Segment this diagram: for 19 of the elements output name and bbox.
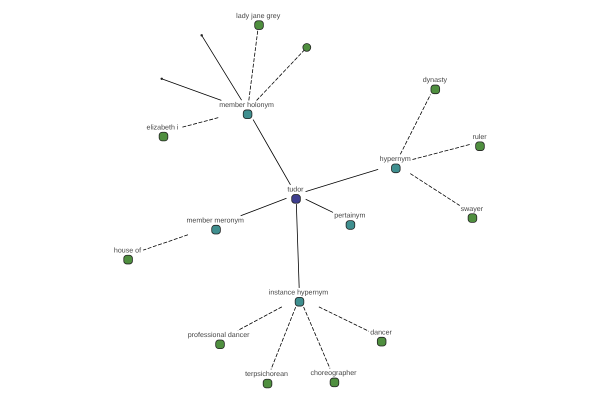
connector [201, 36, 242, 101]
connector [162, 78, 222, 101]
connector [318, 306, 369, 332]
connector [252, 119, 290, 186]
connector [240, 198, 286, 216]
connector [409, 173, 460, 206]
connector [270, 306, 296, 370]
connector [304, 168, 378, 192]
connector [399, 94, 430, 155]
connector [248, 30, 258, 101]
connector [180, 117, 218, 128]
connector [256, 50, 304, 101]
connector [304, 198, 333, 213]
connector [142, 234, 188, 251]
node-circle [302, 43, 311, 52]
connector [302, 306, 330, 369]
connector [412, 144, 472, 160]
connector [237, 306, 282, 331]
connector [295, 204, 300, 288]
